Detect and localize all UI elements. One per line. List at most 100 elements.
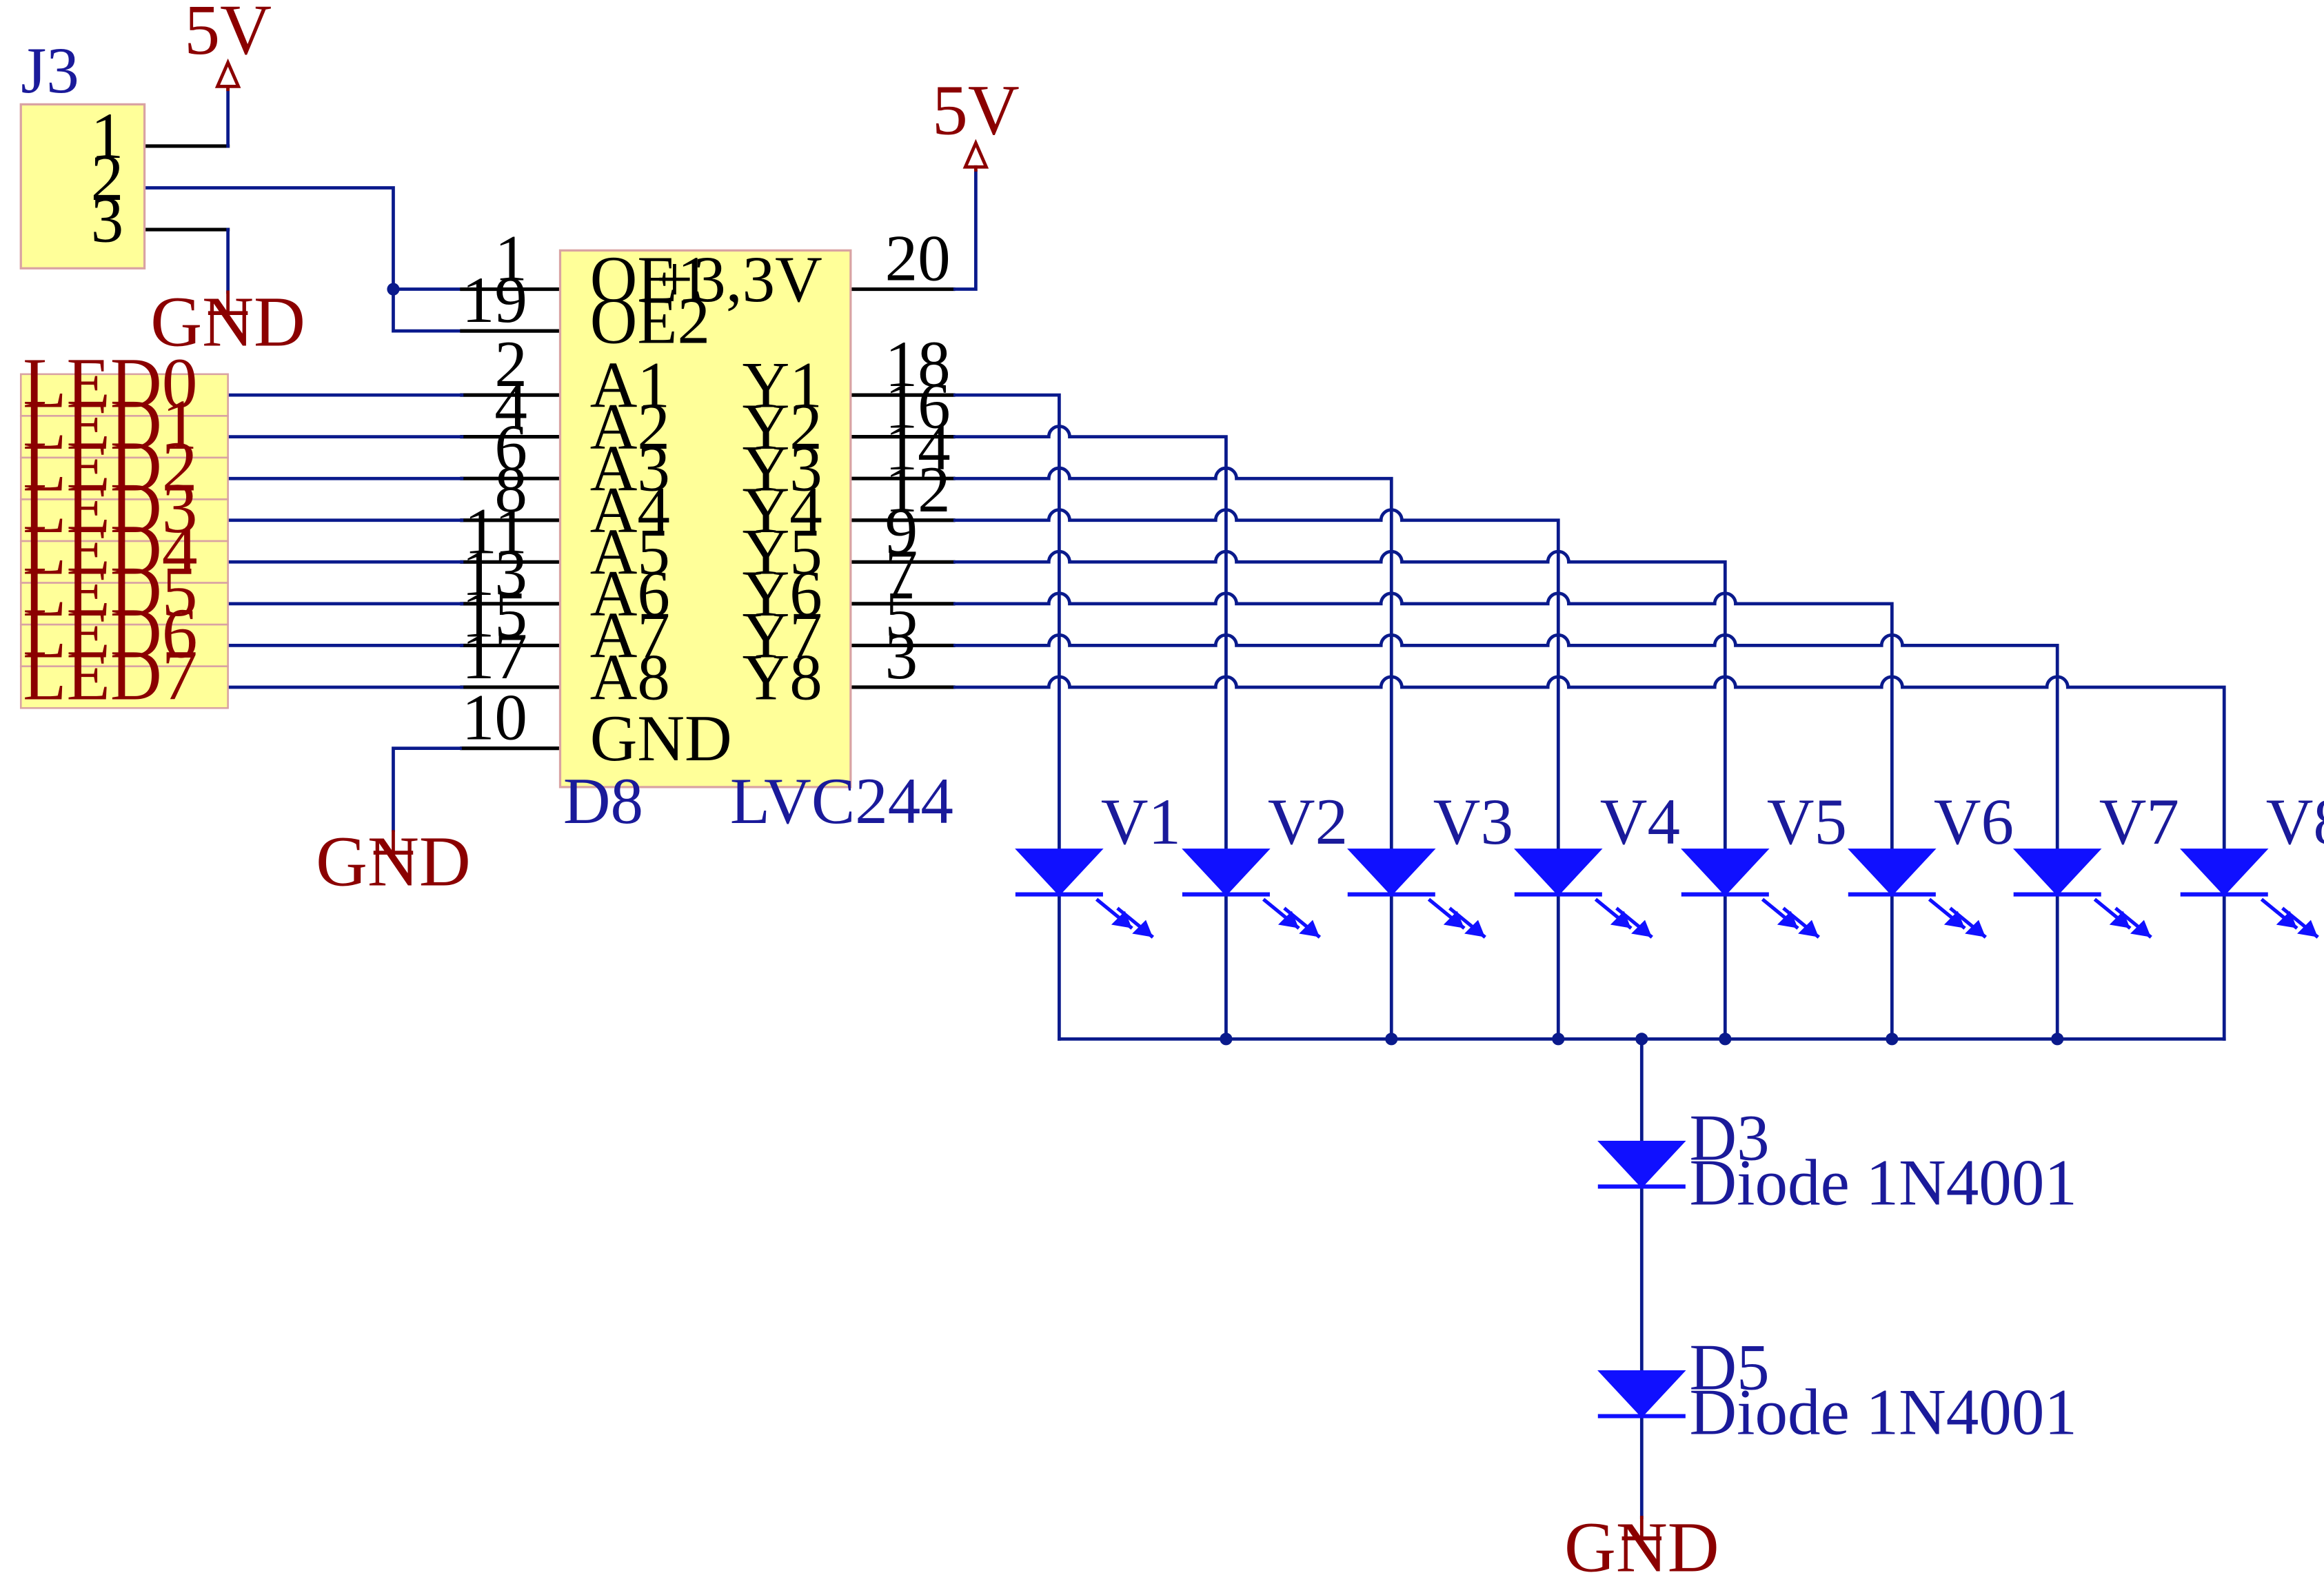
- led-v8-ray-head: [2297, 920, 2318, 937]
- ic-pin-name-Y3: Y3: [742, 431, 822, 505]
- led-v6-label: V6: [1934, 785, 2014, 858]
- ic-pin-name-A7: A7: [590, 599, 670, 672]
- ic-pin-num-13: 13: [462, 536, 527, 609]
- ic-pin-name-Y4: Y4: [742, 474, 822, 547]
- ic-pin-num-15: 15: [462, 578, 527, 651]
- net-label-led1: LED1: [23, 386, 197, 465]
- net-label-box-led4: [19, 540, 229, 584]
- led-v5-ray-head: [1798, 920, 1819, 937]
- led-v4-triangle: [1514, 849, 1603, 896]
- ic-pin-name-A5: A5: [590, 516, 670, 589]
- power-gnd-j3-label: GND: [150, 283, 305, 362]
- vcc-ic-wire: [953, 170, 978, 291]
- led-v2-label: V2: [1268, 785, 1348, 858]
- junction-dot-cathode-1: [1385, 1033, 1398, 1046]
- y5-net: [953, 549, 1727, 850]
- ic-pin-num-14: 14: [885, 411, 951, 484]
- ic-pin-num-9: 9: [885, 494, 918, 567]
- junction-dot-cathode-4: [1719, 1033, 1732, 1046]
- ic-pin-num-1: 1: [494, 222, 527, 295]
- net-label-box-led5: [19, 582, 229, 626]
- net-label-led5: LED5: [23, 553, 197, 631]
- y1-net: [953, 393, 1061, 850]
- led-v6-ray-head: [1965, 920, 1986, 937]
- led-v5-label: V5: [1767, 785, 1847, 858]
- ic-pin-name-GND: GND: [590, 702, 732, 775]
- led-v7-ray-head: [2130, 920, 2151, 937]
- led-v7-label: V7: [2099, 785, 2179, 858]
- y4-net: [953, 508, 1560, 850]
- diode-d5-ref: D5: [1689, 1331, 1769, 1404]
- ic-pin-num-19: 19: [462, 263, 527, 336]
- y7-net: [953, 633, 2059, 850]
- power-gnd-diode-label: GND: [1564, 1508, 1719, 1587]
- net-label-led3: LED3: [23, 469, 197, 548]
- led-v1-triangle: [1015, 849, 1104, 896]
- led-v3-label: V3: [1433, 785, 1513, 858]
- led-v3-ray-head: [1464, 920, 1485, 937]
- net-label-box-led0: [19, 373, 229, 417]
- ic-pin-num-3: 3: [885, 620, 918, 693]
- net-label-box-led3: [19, 498, 229, 542]
- diode-d5-triangle: [1597, 1370, 1686, 1418]
- diode-d5-value: Diode 1N4001: [1689, 1375, 2077, 1448]
- ic-pin-name-Y5: Y5: [742, 516, 822, 589]
- ic-pin-name-Y6: Y6: [742, 557, 822, 630]
- net-label-led6: LED6: [23, 595, 197, 673]
- ic-pin-name-A2: A2: [590, 390, 670, 463]
- connector-pin-1: 1: [91, 99, 124, 172]
- ic-pin-name-A8: A8: [590, 640, 670, 713]
- power-5v-ic-label: 5V: [932, 72, 1020, 150]
- power-5v-j3-label: 5V: [184, 0, 272, 70]
- wires: [143, 88, 2226, 1519]
- ic-pin-num-11: 11: [464, 494, 527, 567]
- ic-d8-value: LVC244: [730, 764, 953, 837]
- led-v4-ray-head: [1631, 920, 1652, 937]
- ic-pin-num-2: 2: [494, 327, 527, 400]
- led-v8-triangle: [2179, 849, 2269, 896]
- ic-pin-num-16: 16: [885, 369, 951, 443]
- ic-pin-num-7: 7: [885, 536, 918, 609]
- diode-d3-value: Diode 1N4001: [1689, 1146, 2077, 1219]
- ic-pin-name-Y8: Y8: [742, 640, 822, 713]
- ic-pin-name-+3,3V: +3,3V: [656, 243, 822, 316]
- ic-pin-name-OE2: OE2: [590, 284, 710, 357]
- ic-pin-name-A1: A1: [590, 348, 670, 421]
- junction-dot-cathode-0: [1220, 1033, 1233, 1046]
- connector-pin-2: 2: [91, 141, 124, 214]
- net-label-box-led6: [19, 623, 229, 667]
- led-v8-label: V8: [2266, 785, 2324, 858]
- ic-pin-name-Y1: Y1: [742, 348, 822, 421]
- junction-dot-oe: [387, 283, 400, 296]
- ic-pin-num-6: 6: [494, 411, 527, 484]
- net-label-led2: LED2: [23, 427, 197, 506]
- diode-d3-ref: D3: [1689, 1101, 1769, 1174]
- y6-net: [953, 591, 1894, 850]
- net-label-led0: LED0: [23, 344, 197, 423]
- net-label-box-led7: [19, 665, 229, 709]
- ic-pin-name-Y7: Y7: [742, 599, 822, 672]
- ic-pin-num-18: 18: [885, 327, 951, 400]
- led-v2-ray-head: [1299, 920, 1320, 937]
- ic-d8-ref: D8: [563, 764, 643, 837]
- ic-pin-num-20: 20: [885, 222, 951, 295]
- ic-pin-num-17: 17: [462, 620, 527, 693]
- ic-pin-num-10: 10: [462, 681, 527, 754]
- ic-pin-name-A3: A3: [590, 431, 670, 505]
- ic-pin-num-5: 5: [885, 578, 918, 651]
- junction-dot-cathode-2: [1552, 1033, 1565, 1046]
- ic-pin-num-8: 8: [494, 453, 527, 526]
- led-v1-ray-head: [1132, 920, 1153, 937]
- connector-pin-3: 3: [91, 183, 124, 256]
- y3-net: [953, 466, 1393, 850]
- connector-j3-body: [19, 103, 146, 270]
- ic-pin-name-OE1: OE1: [590, 243, 710, 316]
- y8-net: [953, 675, 2226, 850]
- net-label-led4: LED4: [23, 511, 197, 590]
- junction-dot-cathode-6: [2051, 1033, 2064, 1046]
- ic-d8-body: [558, 249, 852, 789]
- led-v7-triangle: [2012, 849, 2102, 896]
- junction-dot-cathode-5: [1886, 1033, 1899, 1046]
- ic-pin-name-A6: A6: [590, 557, 670, 630]
